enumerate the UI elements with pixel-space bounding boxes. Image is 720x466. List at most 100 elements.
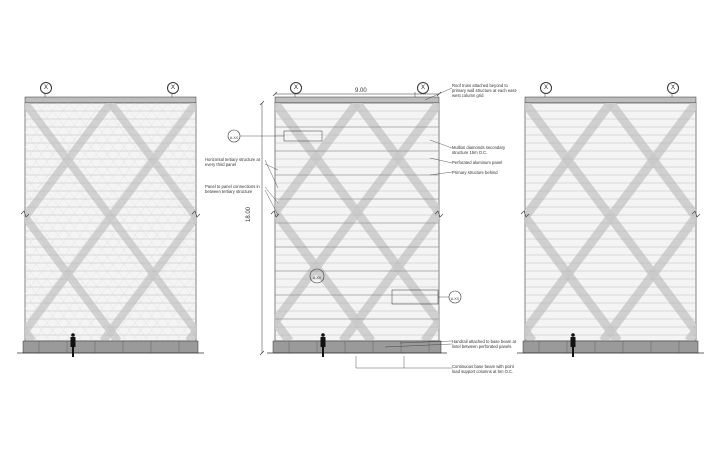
annotation-base-beam: Continuous base beam with point load sup… [452, 364, 514, 374]
diamond-band [99, 210, 196, 341]
annotation-tertiary-structure: Horizontal tertiary structure at every t… [205, 157, 260, 167]
hatch-line [25, 103, 125, 236]
hatch-line [55, 153, 196, 341]
break-line [20, 210, 30, 218]
hatch-line [25, 103, 81, 177]
hatch-line [25, 190, 138, 341]
hatch-line [90, 103, 196, 244]
hatch-line [0, 103, 6, 341]
hatch-line [25, 132, 182, 341]
detail-tag-2: A.XX [312, 276, 322, 280]
diamond-band [275, 103, 439, 330]
break-line [270, 210, 280, 218]
diamond-band [275, 103, 439, 330]
hatch-line [25, 293, 61, 341]
hatch-line [25, 220, 116, 341]
hatch-line [25, 103, 26, 104]
hatch-line [25, 337, 28, 341]
leader-line [424, 87, 453, 101]
hatch-line [25, 103, 70, 162]
hatch-line [25, 103, 158, 280]
annotation-roof-truss: Roof truss attached beyond to primary wa… [452, 83, 518, 98]
hatch-line [143, 270, 196, 341]
diamond-band [525, 103, 615, 225]
leader-line [399, 340, 453, 344]
leader-line [264, 159, 279, 189]
leader-line [264, 186, 279, 204]
hatch-line [25, 234, 105, 341]
scale-figure-body [320, 337, 326, 357]
hatch-line [77, 182, 196, 341]
hatch-line [44, 138, 196, 341]
grid-bubble-right-a: X [540, 82, 552, 94]
hatch-line [33, 124, 196, 341]
detail-callout-circle [309, 268, 325, 284]
base-beam [272, 340, 442, 354]
annotation-handrail: Handrail attached to base beam at lintel… [452, 339, 517, 349]
detail-tag-1: A.XX [229, 136, 239, 140]
break-line [191, 210, 201, 218]
leader-line [264, 163, 279, 171]
scale-figure-head [71, 333, 75, 337]
scale-figure-body [70, 337, 76, 357]
break-line [434, 210, 444, 218]
diamond-band [0, 103, 29, 341]
hatch-line [112, 103, 196, 214]
hatch-line [0, 103, 14, 341]
diamond-band [25, 103, 114, 224]
hatch-line [68, 103, 196, 273]
grid-bubble-mid-b: X [417, 82, 429, 94]
leader-line [264, 189, 279, 216]
hatch-line [0, 103, 17, 341]
hatch-line [25, 103, 180, 309]
diamond-band [25, 210, 122, 341]
diamond-band [275, 204, 376, 341]
hatch-line [25, 103, 191, 324]
hatch-line [25, 103, 92, 192]
scale-figure-head [321, 333, 325, 337]
hatch-line [25, 103, 114, 221]
hatch-line [25, 103, 147, 265]
break-line [520, 210, 530, 218]
hatch-line [145, 103, 196, 170]
elevation-middle [0, 92, 447, 357]
hatch-line [25, 146, 171, 341]
diamond-band [25, 103, 196, 338]
annotation-mullion-diamonds: Mullion diamonds secondary structure 15m… [452, 145, 506, 155]
annotation-perforated-panel: Perforated aluminum panel [452, 160, 503, 165]
roof-band [524, 96, 697, 104]
base-beam [22, 340, 199, 354]
hatch-line [25, 176, 149, 341]
hatch-line [110, 226, 196, 341]
diamond-band [692, 103, 696, 111]
width-dimension: 9.00 [355, 88, 367, 94]
hatch-line [66, 168, 196, 341]
hatch-line [88, 197, 196, 341]
diamond-band [709, 103, 720, 341]
hatch-line [99, 212, 196, 341]
dimension-tick [436, 91, 442, 97]
grid-bubble-mid-a: X [290, 82, 302, 94]
base-beam [522, 340, 699, 354]
hatch-line [57, 103, 196, 288]
dimension-tick [272, 91, 278, 97]
grid-bubble-left-b: X [167, 82, 179, 94]
roof-band [274, 96, 440, 104]
dimension-tick [259, 350, 265, 356]
hatch-line [25, 205, 127, 341]
diamond-band [606, 103, 696, 225]
diamond-band [525, 103, 696, 339]
hatch-line [123, 103, 196, 200]
height-dimension: 18.00 [246, 206, 252, 222]
annotation-primary-structure: Primary structure behind [452, 170, 498, 175]
diamond-band [107, 103, 196, 224]
hatch-line [25, 264, 83, 341]
facade-pattern [0, 103, 720, 341]
elevation-left [0, 92, 720, 357]
break-line [691, 210, 701, 218]
facade-pattern [0, 103, 439, 341]
hatch-line [25, 278, 72, 341]
diamond-band [25, 103, 29, 110]
leader-line [384, 343, 453, 348]
